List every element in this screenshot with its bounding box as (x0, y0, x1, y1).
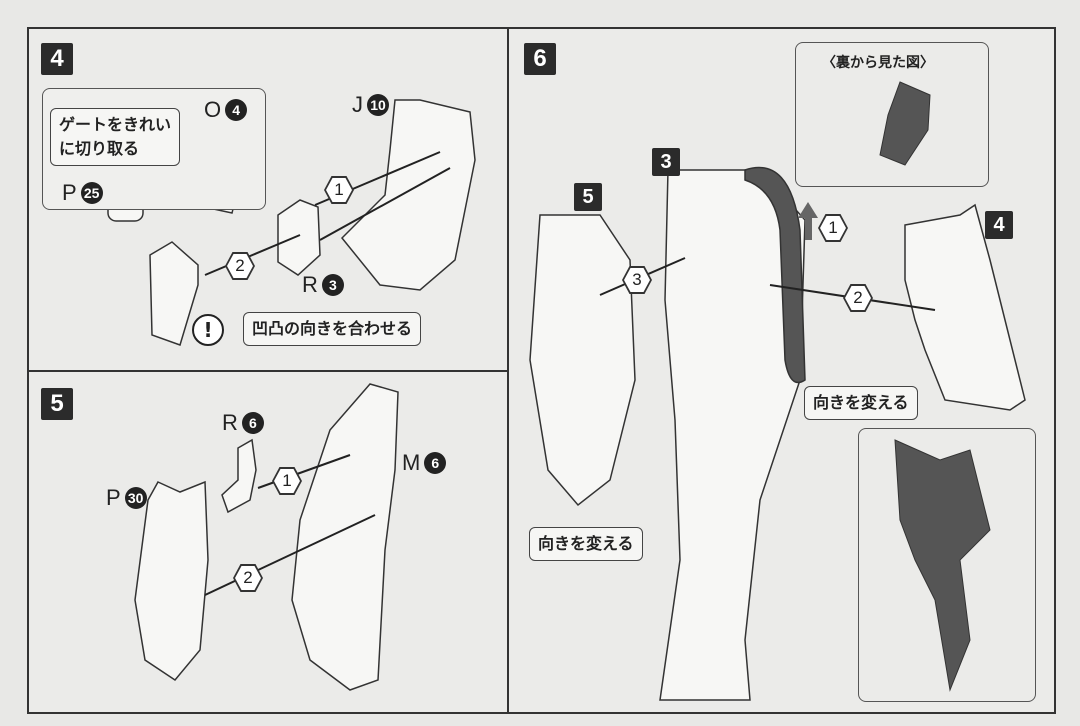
back-view-title: 〈裏から見た図〉 (822, 55, 934, 71)
step-5-badge: 5 (41, 388, 73, 420)
turn-note-left: 向きを変える (529, 527, 643, 561)
part-letter: P (106, 485, 121, 510)
sub-badge-4: 4 (985, 211, 1013, 239)
sub-badge-5: 5 (574, 183, 602, 211)
part-number: 30 (124, 487, 147, 509)
order-number: 2 (845, 286, 871, 310)
part-p30 (134, 480, 209, 681)
step-5-panel (27, 370, 509, 714)
order-number: 1 (820, 216, 846, 240)
part-r3 (277, 199, 321, 276)
part-number: 10 (367, 94, 389, 116)
up-arrow-icon (798, 202, 818, 240)
part-number: 6 (241, 412, 264, 434)
order-marker-1: 1 (818, 214, 848, 242)
part-number: 25 (80, 182, 103, 204)
order-number: 3 (624, 268, 650, 292)
part-letter: R (222, 410, 238, 435)
order-marker-1: 1 (324, 176, 354, 204)
order-number: 2 (235, 566, 261, 590)
part-letter: J (352, 92, 363, 117)
part-m6 (291, 383, 399, 691)
part-5 (529, 214, 636, 507)
back-view-drawing (879, 81, 931, 166)
part-r6 (221, 438, 257, 514)
inset-assembly-drawing (894, 439, 991, 692)
order-number: 1 (274, 469, 300, 493)
part-number: 3 (321, 274, 344, 296)
order-number: 1 (326, 178, 352, 202)
leg-assembly (659, 169, 806, 701)
part-letter: P (62, 180, 77, 205)
sub-badge-3: 3 (652, 148, 680, 176)
part-o4-assembled (149, 241, 199, 346)
part-letter: O (204, 97, 222, 122)
part-letter: M (402, 450, 421, 475)
part-letter: R (302, 272, 318, 297)
order-marker-2: 2 (233, 564, 263, 592)
align-note: 凹凸の向きを合わせる (243, 312, 422, 346)
part-number: 4 (225, 99, 248, 121)
gate-note-line1: ゲートをきれい (59, 115, 172, 134)
part-3-dark (744, 166, 806, 384)
warning-icon: ! (192, 314, 224, 346)
completed-view-inset (858, 428, 1036, 702)
step-6-badge: 6 (524, 43, 556, 75)
gate-note-line2: に切り取る (59, 139, 140, 158)
step-4-badge: 4 (41, 43, 73, 75)
part-j10 (340, 99, 476, 291)
back-view-callout (795, 42, 989, 187)
turn-note-right: 向きを変える (804, 386, 918, 420)
part-number: 6 (424, 452, 447, 474)
order-number: 2 (227, 254, 253, 278)
gate-note: ゲートをきれい に切り取る (50, 108, 181, 166)
